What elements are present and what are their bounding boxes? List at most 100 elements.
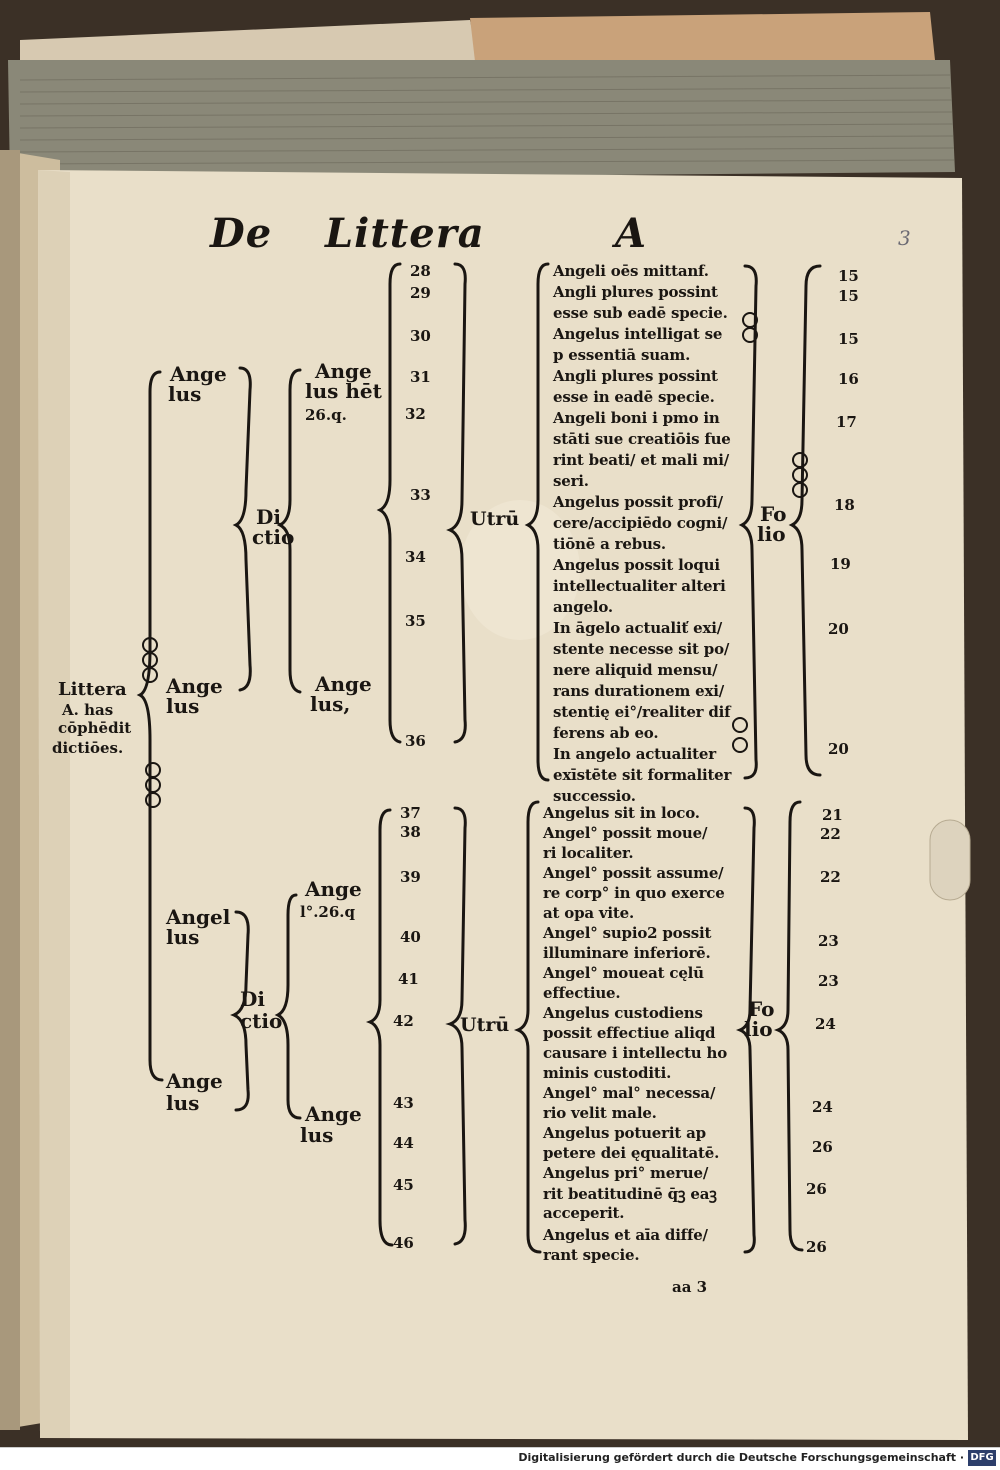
lower-dictio-line-1: Di (240, 987, 265, 1011)
upper-angelus-line-2: lus (168, 382, 202, 406)
question-number: 33 (410, 486, 431, 504)
folio-number: 21 (822, 806, 843, 824)
credit-text: Digitalisierung gefördert durch die Deut… (518, 1451, 964, 1464)
folio-number: 22 (820, 868, 841, 886)
question-line: Angel° possit moue/ (543, 824, 708, 842)
question-number: 29 (410, 284, 431, 302)
question-line: stentię ei°/realiter dif (553, 703, 731, 721)
folio-number: 26 (806, 1180, 827, 1198)
question-line: Angeli oēs mittanf. (553, 262, 709, 280)
question-line: In angelo actualiter (553, 745, 716, 763)
folio-number: 23 (818, 932, 839, 950)
signature-mark: aa 3 (672, 1278, 708, 1296)
utrum-lower: Utrū (460, 1014, 510, 1036)
question-line: Angelus sit in loco. (543, 804, 700, 822)
question-number: 44 (393, 1134, 414, 1152)
folio-number: 17 (836, 413, 857, 431)
question-line: Angelus potuerit ap (543, 1124, 706, 1142)
question-line: rio velit male. (543, 1104, 657, 1122)
question-line: Angli plures possint (553, 283, 718, 301)
mid-lower-low-line-2: lus (300, 1123, 334, 1147)
folio-number: 15 (838, 287, 859, 305)
question-line: re corp° in quo exerce (543, 884, 725, 902)
question-number: 42 (393, 1012, 414, 1030)
question-line: p essentiā suam. (553, 346, 691, 364)
question-line: stāti sue creatiōis fue (553, 430, 731, 448)
folio-lower-line-1: Fo (748, 997, 775, 1021)
question-line: rint beati/ et mali mi/ (553, 451, 730, 469)
question-line: Angelus possit profi/ (553, 493, 723, 511)
corner-number: 3 (898, 226, 911, 250)
question-line: esse in eadē specie. (553, 388, 715, 406)
upper-dictio-line-2: ctio (252, 525, 295, 549)
question-number: 31 (410, 368, 431, 386)
root-label-line-4: dictiōes. (52, 739, 124, 757)
question-number: 40 (400, 928, 421, 946)
question-line: tiōnē a rebus. (553, 535, 666, 553)
question-line: In āgelo actualiť exi/ (553, 619, 723, 637)
folio-number: 24 (815, 1015, 836, 1033)
question-line: acceperit. (543, 1204, 625, 1222)
question-line: exīstēte sit formaliter (553, 766, 732, 784)
digitization-credit-bar: Digitalisierung gefördert durch die Deut… (0, 1447, 1000, 1470)
folio-number: 23 (818, 972, 839, 990)
folio-number: 18 (834, 496, 855, 514)
folio-number: 15 (838, 267, 859, 285)
upper-angelus-low-line-1: Ange (166, 674, 223, 698)
question-number: 34 (405, 548, 426, 566)
lower-angelus-line-2: lus (166, 925, 200, 949)
question-line: at opa vite. (543, 904, 635, 922)
question-line: petere dei ęqualitatē. (543, 1144, 720, 1162)
question-line: cere/accipiēdo cogni/ (553, 514, 728, 532)
question-line: Angelus custodiens (543, 1004, 703, 1022)
root-label-line-1: Littera (58, 679, 127, 700)
question-number: 35 (405, 612, 426, 630)
question-line: stente necesse sit po/ (553, 640, 730, 658)
root-label-line-3: cōphēdit (58, 719, 132, 737)
heading-de: De (210, 210, 273, 257)
lower-angelus-line-1: Angel (166, 905, 231, 929)
question-line: ferens ab eo. (553, 724, 659, 742)
folio-number: 19 (830, 555, 851, 573)
folio-number: 22 (820, 825, 841, 843)
question-number: 45 (393, 1176, 414, 1194)
lower-dictio-line-2: ctio (240, 1009, 283, 1033)
question-line: rit beatitudinē q̄ꝫ eaꝫ (543, 1185, 717, 1203)
question-line: seri. (553, 472, 589, 490)
question-line: Angeli boni i pmo in (553, 409, 720, 427)
root-label-line-2: A. has (62, 701, 114, 719)
question-line: causare i intellectu ho (543, 1044, 728, 1062)
mid-upper-line-3: 26.q. (305, 406, 347, 424)
question-line: illuminare inferiorē. (543, 944, 711, 962)
folio-number: 26 (806, 1238, 827, 1256)
mid-upper-low-line-1: Ange (315, 672, 372, 696)
heading-littera: Littera (325, 210, 485, 257)
question-number: 32 (405, 405, 426, 423)
question-line: angelo. (553, 598, 613, 616)
question-line: successio. (553, 787, 636, 805)
question-line: Angel° mal° necessa/ (543, 1084, 716, 1102)
question-line: Angelus pri° merue/ (543, 1164, 709, 1182)
question-number: 41 (398, 970, 419, 988)
question-number: 39 (400, 868, 421, 886)
mid-lower-line-1: Ange (305, 877, 362, 901)
mid-lower-low-line-1: Ange (305, 1102, 362, 1126)
question-line: rans durationem exi/ (553, 682, 725, 700)
utrum-upper: Utrū (470, 508, 520, 530)
upper-angelus-line-1: Ange (170, 362, 227, 386)
folio-number: 15 (838, 330, 859, 348)
question-line: esse sub eadē specie. (553, 304, 728, 322)
question-line: possit effectiue aliqd (543, 1024, 716, 1042)
question-line: Angel° supio2 possit (543, 924, 712, 942)
question-number: 36 (405, 732, 426, 750)
folio-number: 24 (812, 1098, 833, 1116)
question-line: minis custoditi. (543, 1064, 672, 1082)
question-line: rant specie. (543, 1246, 640, 1264)
question-line: Angel° moueat cęlū (543, 964, 704, 982)
question-line: Angelus intelligat se (553, 325, 723, 343)
question-line: Angelus possit loqui (553, 556, 720, 574)
folio-upper-line-2: lio (757, 522, 786, 546)
